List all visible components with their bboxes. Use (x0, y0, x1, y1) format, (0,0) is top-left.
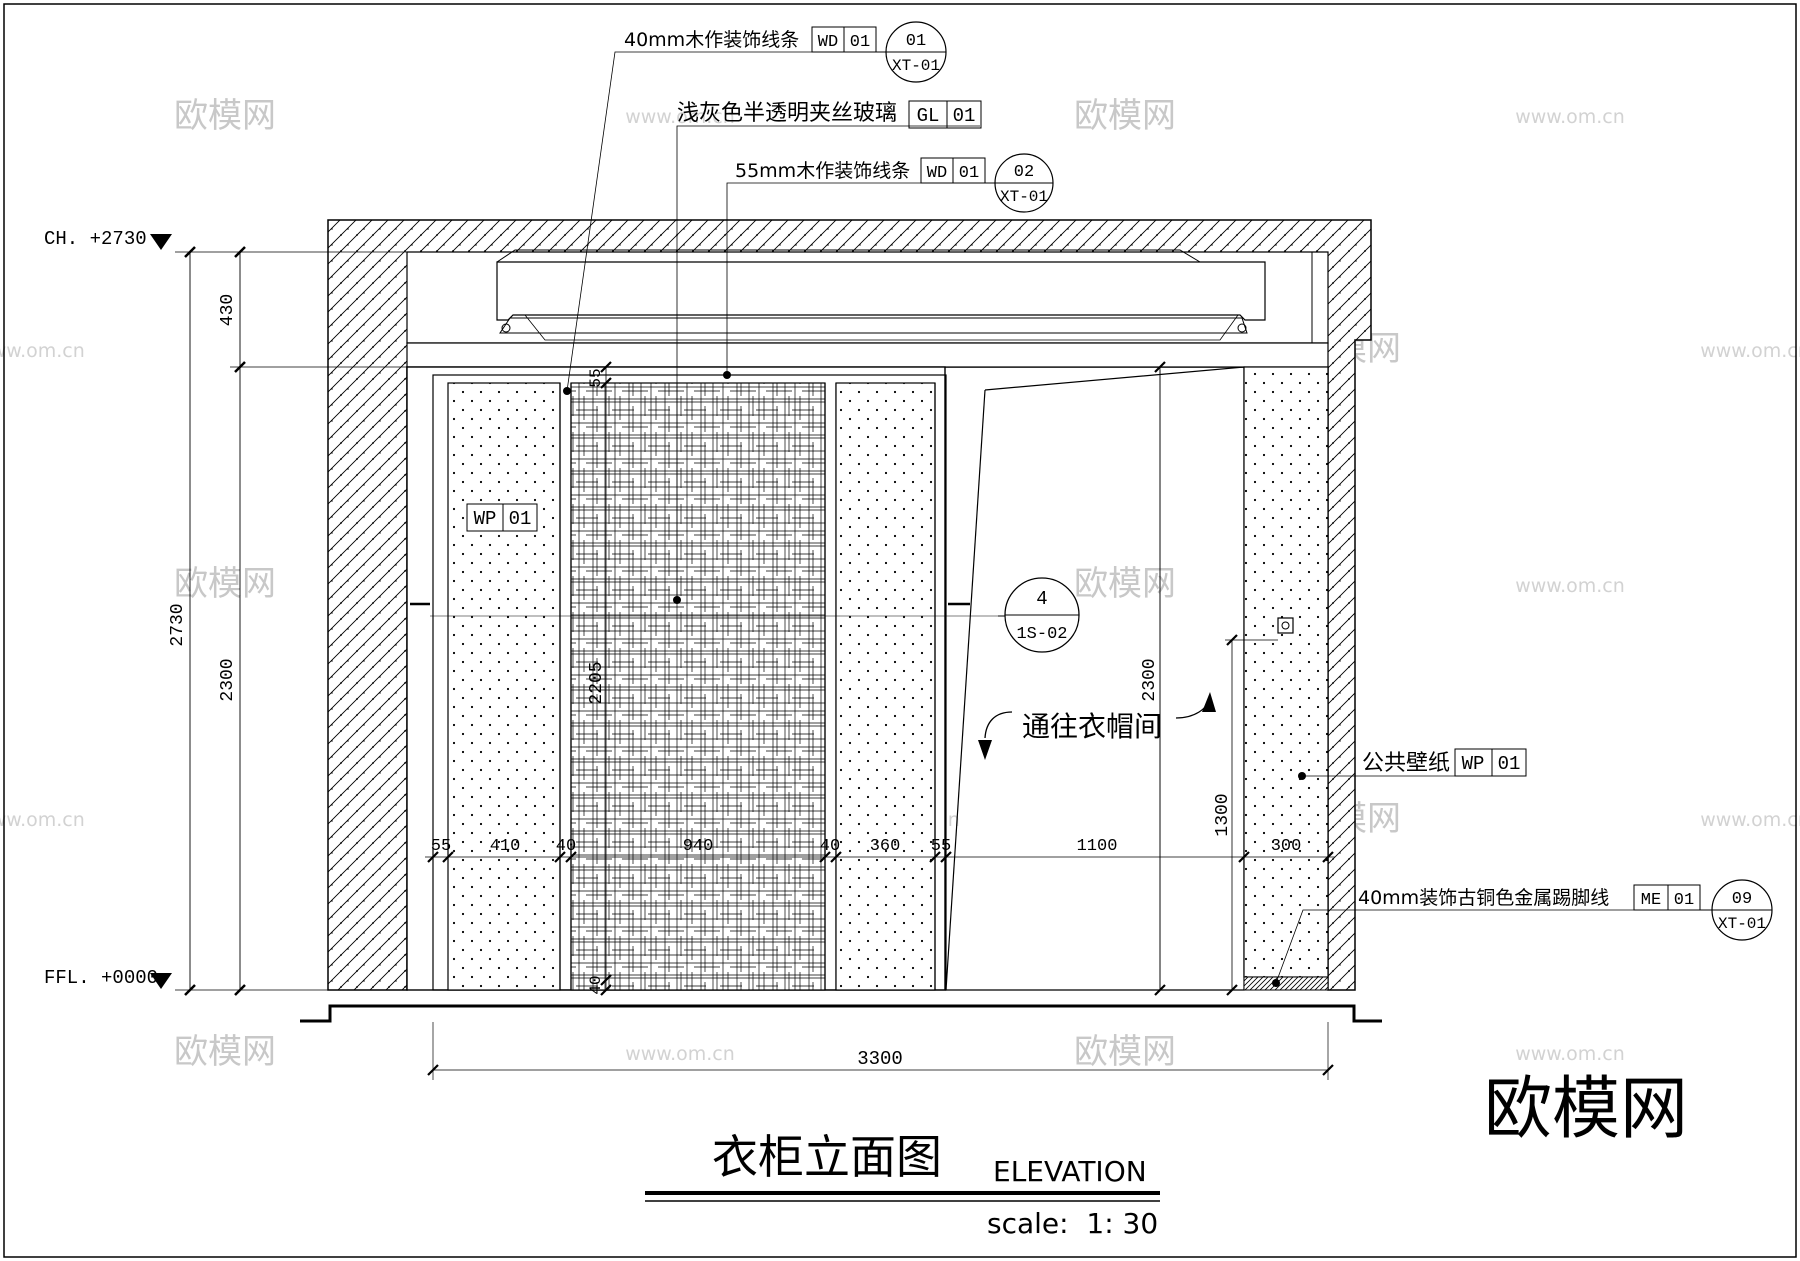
callout-glass-text: 浅灰色半透明夹丝玻璃 (677, 101, 897, 126)
watermark-logo: 欧模网 (174, 1032, 276, 1072)
callout-public-wallpaper: 公共壁纸 WP 01 (1298, 748, 1527, 780)
switch-height-dim (1225, 634, 1278, 996)
watermark-logo: 欧模网 (1074, 1032, 1176, 1072)
callout-wood-trim-40-text: 40mm木作装饰线条 (624, 29, 799, 51)
callout-wood-trim-55-code-a: WD (927, 164, 947, 183)
callout-glass-code-b: 01 (953, 105, 976, 127)
watermark-url: www.om.cn (1515, 106, 1625, 128)
callout-wood-trim-55: 55mm木作装饰线条 WD 01 02 XT-01 (723, 153, 1054, 379)
watermark-url: www.om.cn (625, 1043, 735, 1065)
dim-overall-width: 3300 (857, 1048, 903, 1070)
brand-logo: 欧模网 (1484, 1070, 1688, 1149)
section-ref: 4 1S-02 (998, 577, 1080, 653)
dim-h-0: 55 (431, 837, 451, 856)
watermark-url: www.om.cn (1515, 575, 1625, 597)
callout-wood-trim-55-text: 55mm木作装饰线条 (735, 160, 910, 182)
right-wall-wallpaper (1243, 366, 1329, 978)
level-ceiling-label: CH. +2730 (44, 228, 147, 250)
dim-h-5: 360 (870, 837, 901, 856)
dim-h-3: 940 (683, 837, 714, 856)
title-cn: 衣柜立面图 (712, 1130, 942, 1184)
scale: scale: 1: 30 (987, 1207, 1158, 1240)
level-floor-label: FFL. +0000 (44, 967, 158, 989)
dim-glass-height: 2205 (587, 661, 607, 704)
callout-wood-trim-55-ref-bottom: XT-01 (1000, 188, 1048, 206)
dim-switch-height: 1300 (1213, 793, 1233, 836)
left-wallpaper-panel (447, 382, 561, 991)
watermark-logo: 欧模网 (174, 564, 276, 604)
dim-top-gap: 55 (587, 368, 605, 387)
horizontal-dim-chain (425, 851, 1335, 863)
dim-h-2: 40 (556, 837, 576, 856)
callout-skirting-text: 40mm装饰古铜色金属踢脚线 (1358, 887, 1609, 909)
callout-wood-trim-40-code-a: WD (818, 33, 838, 52)
section-ref-bottom: 1S-02 (1016, 625, 1067, 644)
watermark-url: www.om.cn (0, 809, 85, 831)
glass-height-dim (600, 361, 612, 996)
dim-opening-height: 2300 (1140, 658, 1160, 701)
callout-glass-code-a: GL (917, 105, 940, 127)
callout-public-wallpaper-code-a: WP (1462, 753, 1485, 775)
dim-h-6: 55 (931, 837, 951, 856)
right-wallpaper-panel (835, 382, 936, 991)
panel-tag: WP 01 (466, 503, 538, 532)
watermark-url: www.om.cn (1700, 809, 1800, 831)
callout-skirting-code-b: 01 (1674, 891, 1694, 910)
dim-left-top: 430 (218, 294, 238, 326)
dim-bottom-gap: 40 (587, 975, 605, 994)
callout-public-wallpaper-code-b: 01 (1498, 753, 1521, 775)
callout-wood-trim-40-ref-bottom: XT-01 (892, 57, 940, 75)
title-block: 衣柜立面图 ELEVATION scale: 1: 30 (645, 1130, 1160, 1240)
dim-h-4: 40 (820, 837, 840, 856)
level-floor: FFL. +0000 (44, 967, 172, 989)
callout-skirting-ref-top: 09 (1732, 890, 1752, 909)
level-ceiling-triangle (150, 234, 172, 250)
callout-skirting-ref-bottom: XT-01 (1718, 915, 1766, 933)
dim-left-total: 2730 (168, 603, 188, 646)
watermark-url: www.om.cn (0, 340, 85, 362)
floor-line (300, 1004, 1382, 1023)
callout-glass: 浅灰色半透明夹丝玻璃 GL 01 (673, 100, 982, 604)
callout-wood-trim-40-ref-top: 01 (906, 32, 926, 51)
overall-width-dim (427, 1022, 1334, 1080)
socket-icon (1277, 617, 1294, 634)
panel-tag-code-b: 01 (509, 508, 532, 530)
watermark-logo: 欧模网 (1074, 96, 1176, 136)
opening-height-dim (1154, 361, 1166, 996)
watermark-url: www.om.cn (625, 106, 735, 128)
dim-h-1: 410 (490, 837, 521, 856)
callout-skirting-code-a: ME (1641, 891, 1661, 910)
watermark-url: www.om.cn (1515, 1043, 1625, 1065)
ceiling-molding (406, 249, 1329, 368)
title-en: ELEVATION (993, 1155, 1147, 1188)
glass-panel (570, 382, 826, 991)
callout-wood-trim-40: 40mm木作装饰线条 WD 01 01 XT-01 (563, 21, 947, 395)
watermark-logo: 欧模网 (1074, 564, 1176, 604)
drawing-border (3, 3, 1797, 1258)
callout-public-wallpaper-text: 公共壁纸 (1362, 751, 1450, 776)
passage-label: 通往衣帽间 (1022, 710, 1162, 743)
opening-door (945, 366, 1245, 991)
skirting-hatch (1243, 976, 1329, 991)
left-dimensions (175, 246, 410, 996)
panel-tag-code-a: WP (474, 508, 497, 530)
level-ceiling: CH. +2730 (44, 228, 172, 250)
watermark-logo: 欧模网 (174, 96, 276, 136)
dim-h-7: 1100 (1077, 837, 1118, 856)
callout-wood-trim-55-code-b: 01 (959, 164, 979, 183)
callout-wood-trim-55-ref-top: 02 (1014, 163, 1034, 182)
callout-skirting: 40mm装饰古铜色金属踢脚线 ME 01 09 XT-01 (1272, 879, 1773, 987)
section-ref-top: 4 (1036, 588, 1047, 610)
dim-left-lower: 2300 (218, 658, 238, 701)
level-floor-triangle (150, 973, 172, 989)
callout-wood-trim-40-code-b: 01 (850, 33, 870, 52)
passage-annotation: 通往衣帽间 (978, 692, 1216, 760)
dim-h-8: 300 (1271, 837, 1302, 856)
watermark-url: www.om.cn (1700, 340, 1800, 362)
